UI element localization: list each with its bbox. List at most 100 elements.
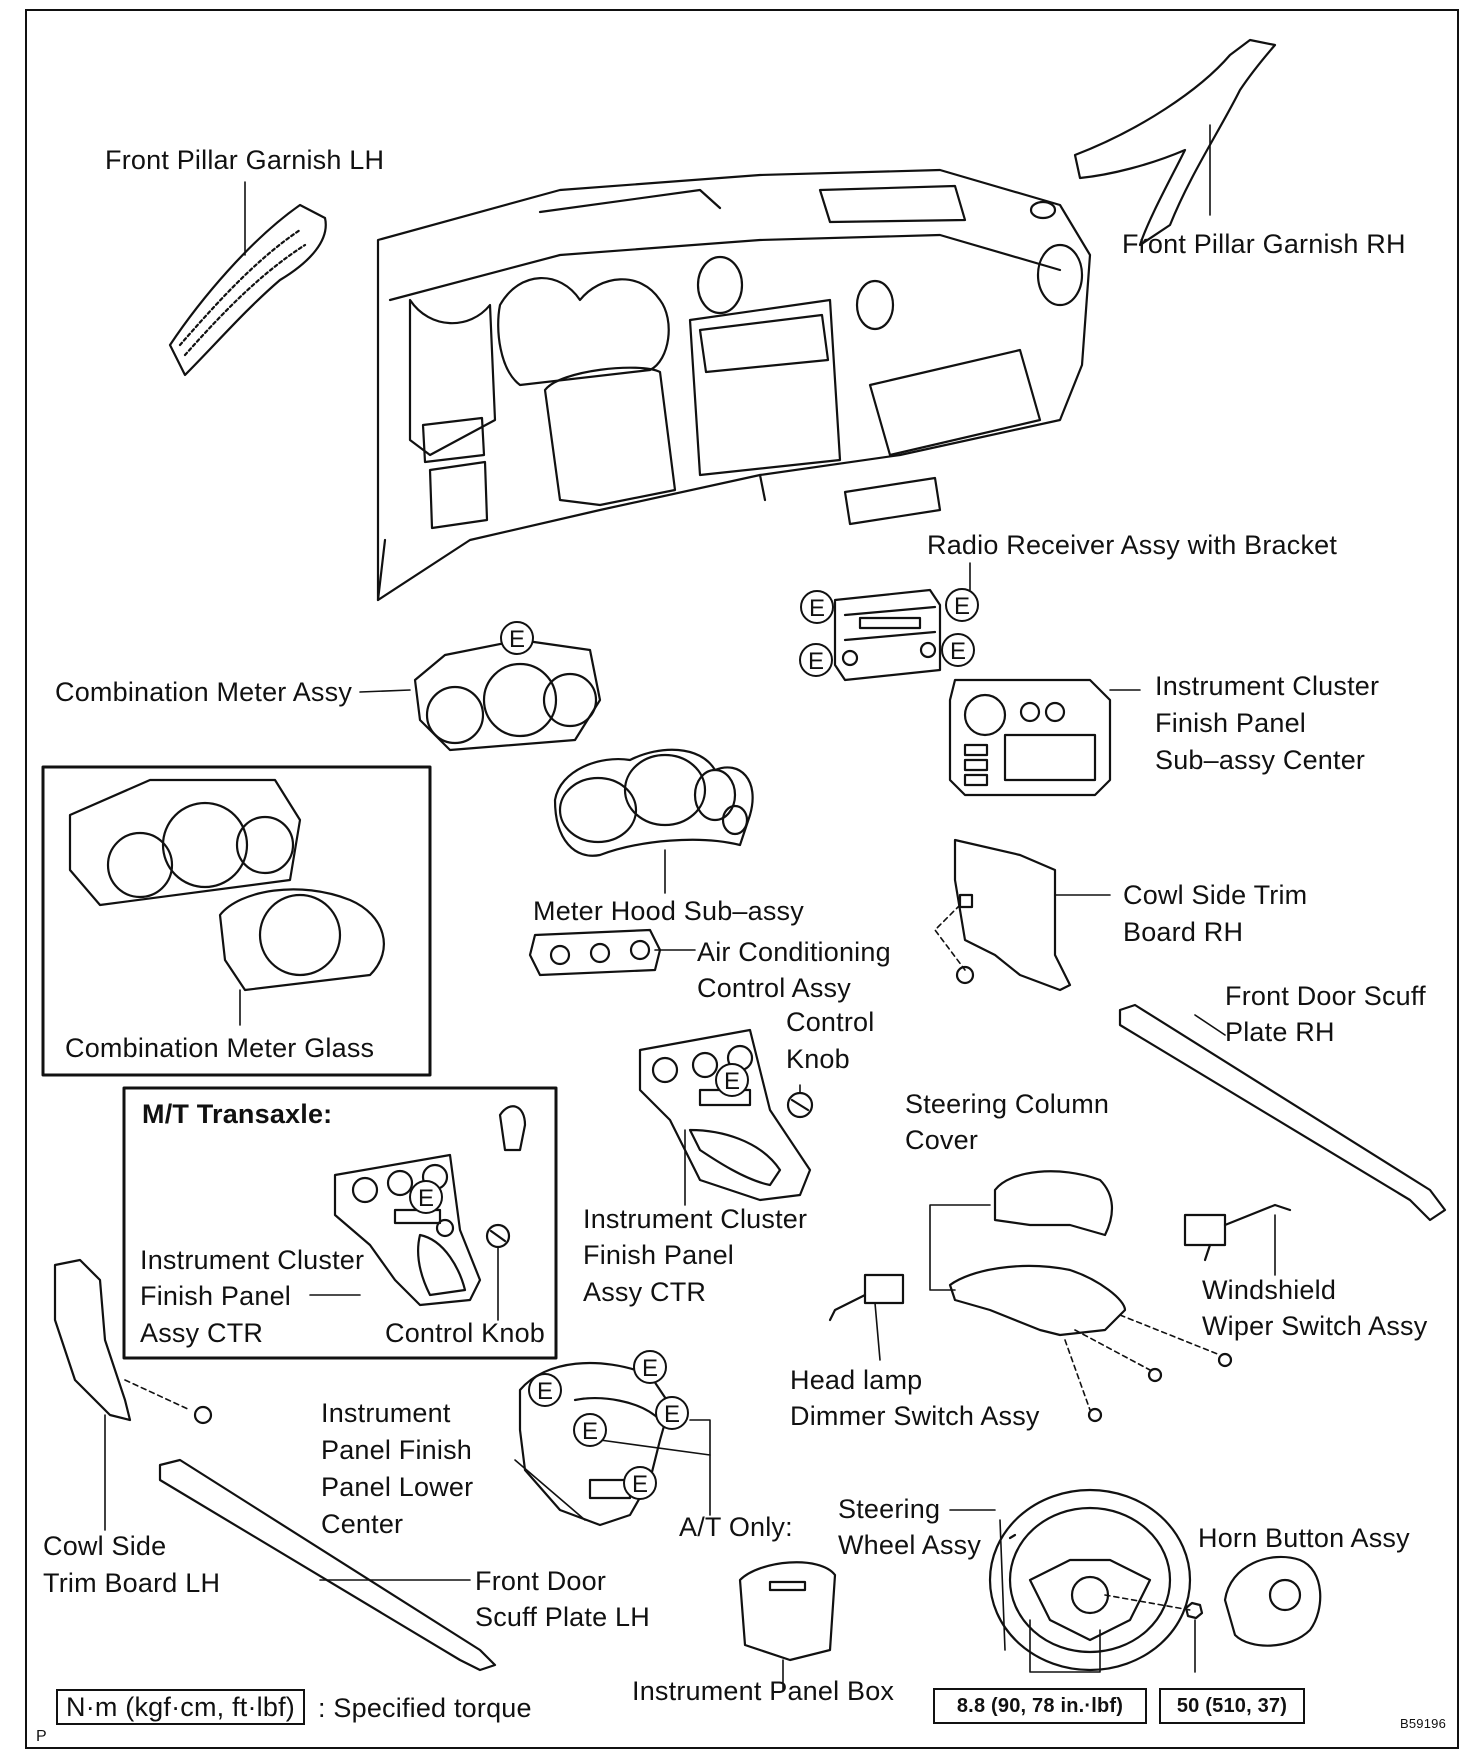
svg-text:E: E <box>642 1355 658 1382</box>
label-air-conditioning-1: Air Conditioning <box>697 937 891 967</box>
label-panel-finish-lower-4: Center <box>321 1509 404 1539</box>
clip-marker-e: E <box>409 1180 443 1214</box>
figure-code: B59196 <box>1400 1716 1447 1731</box>
steering-column-cover-drawing <box>929 1170 1233 1423</box>
label-steering-wheel-2: Wheel Assy <box>838 1530 982 1560</box>
svg-text:E: E <box>418 1185 434 1212</box>
clip-marker-e: E <box>945 588 979 622</box>
clip-marker-e: E <box>799 643 833 677</box>
label-control-knob-2: Knob <box>786 1044 850 1074</box>
label-at-only: A/T Only: <box>679 1512 793 1542</box>
clip-marker-e: E <box>941 633 975 667</box>
label-panel-finish-lower-3: Panel Lower <box>321 1472 474 1502</box>
horn-button-drawing <box>1223 1555 1322 1647</box>
label-headlamp-dimmer-2: Dimmer Switch Assy <box>790 1401 1040 1431</box>
figure-frame <box>25 9 1459 1749</box>
instrument-panel-drawing <box>376 168 1092 602</box>
torque-horn-nut: 50 (510, 37) <box>1159 1688 1305 1724</box>
label-combination-meter-assy: Combination Meter Assy <box>55 677 353 707</box>
label-wiper-switch-2: Wiper Switch Assy <box>1202 1311 1428 1341</box>
label-mt-cluster-panel-2: Finish Panel <box>140 1281 291 1311</box>
instrument-panel-box-drawing <box>738 1561 837 1691</box>
combination-meter-glass-drawing <box>68 778 385 1026</box>
radio-receiver-drawing <box>833 562 971 682</box>
front-pillar-garnish-rh-drawing <box>1073 38 1277 247</box>
svg-text:E: E <box>954 593 970 620</box>
label-horn-button: Horn Button Assy <box>1198 1523 1410 1553</box>
label-front-door-scuff-lh-2: Scuff Plate LH <box>475 1602 650 1632</box>
label-mt-cluster-panel-3: Assy CTR <box>140 1318 264 1348</box>
steering-wheel-drawing <box>949 1488 1204 1673</box>
label-front-door-scuff-lh-1: Front Door <box>475 1566 607 1596</box>
label-cluster-panel-ctr-2: Finish Panel <box>583 1240 734 1270</box>
label-cowl-side-trim-lh-1: Cowl Side <box>43 1531 167 1561</box>
label-cowl-side-trim-rh-2: Board RH <box>1123 917 1244 947</box>
clip-marker-e: E <box>715 1063 749 1097</box>
label-cowl-side-trim-lh-2: Trim Board LH <box>43 1568 221 1598</box>
cluster-finish-panel-ctr-drawing <box>638 1028 812 1206</box>
svg-text:E: E <box>632 1471 648 1498</box>
label-steering-column-cover-2: Cover <box>905 1125 979 1155</box>
svg-text:E: E <box>808 648 824 675</box>
clip-marker-e: E <box>800 590 834 624</box>
headlamp-dimmer-drawing <box>828 1273 905 1361</box>
label-control-knob-1: Control <box>786 1007 875 1037</box>
label-front-pillar-garnish-rh: Front Pillar Garnish RH <box>1122 229 1406 259</box>
label-radio-receiver: Radio Receiver Assy with Bracket <box>927 530 1338 560</box>
label-meter-hood: Meter Hood Sub–assy <box>533 896 804 926</box>
label-cluster-panel-ctr-3: Assy CTR <box>583 1277 707 1307</box>
label-front-door-scuff-rh-2: Plate RH <box>1225 1017 1335 1047</box>
label-cluster-panel-ctr-1: Instrument Cluster <box>583 1204 808 1234</box>
torque-unit-box: N·m (kgf·cm, ft·lbf) <box>56 1689 305 1725</box>
clip-marker-e: E <box>528 1373 562 1407</box>
combination-meter-assy-drawing <box>359 638 602 752</box>
label-cluster-finish-panel-center-1: Instrument Cluster <box>1155 671 1380 701</box>
svg-text:E: E <box>724 1068 740 1095</box>
front-door-scuff-rh-drawing <box>1118 1003 1447 1222</box>
label-air-conditioning-2: Control Assy <box>697 973 851 1003</box>
torque-legend-text: : Specified torque <box>318 1693 532 1723</box>
label-mt-transaxle: M/T Transaxle: <box>142 1099 333 1129</box>
clip-marker-e: E <box>573 1413 607 1447</box>
label-steering-wheel-1: Steering <box>838 1494 941 1524</box>
ac-control-drawing <box>528 928 696 977</box>
label-cowl-side-trim-rh-1: Cowl Side Trim <box>1123 880 1308 910</box>
cowl-side-trim-rh-drawing <box>934 838 1111 992</box>
clip-marker-e: E <box>623 1466 657 1500</box>
clip-marker-e: E <box>655 1396 689 1430</box>
cowl-side-trim-lh-drawing <box>53 1258 213 1531</box>
label-front-door-scuff-rh-1: Front Door Scuff <box>1225 981 1426 1011</box>
svg-text:E: E <box>509 626 525 653</box>
front-pillar-garnish-lh-drawing <box>168 181 327 377</box>
mt-transaxle-inset-frame <box>122 1086 558 1360</box>
label-cluster-finish-panel-center-3: Sub–assy Center <box>1155 745 1366 775</box>
label-panel-finish-lower-1: Instrument <box>321 1398 451 1428</box>
svg-text:E: E <box>537 1378 553 1405</box>
control-knob-drawing <box>786 1084 814 1119</box>
mt-finish-panel-drawing <box>309 1105 527 1321</box>
clip-marker-e: E <box>633 1350 667 1384</box>
label-steering-column-cover-1: Steering Column <box>905 1089 1110 1119</box>
label-panel-finish-lower-2: Panel Finish <box>321 1435 472 1465</box>
torque-steering-wheel: 8.8 (90, 78 in.·lbf) <box>933 1688 1147 1724</box>
svg-text:E: E <box>809 595 825 622</box>
label-mt-control-knob: Control Knob <box>385 1318 545 1348</box>
label-instrument-panel-box: Instrument Panel Box <box>632 1676 895 1706</box>
panel-finish-lower-center-drawing <box>514 1361 711 1527</box>
label-cluster-finish-panel-center-2: Finish Panel <box>1155 708 1306 738</box>
wiper-switch-drawing <box>1183 1203 1292 1276</box>
label-headlamp-dimmer-1: Head lamp <box>790 1365 923 1395</box>
cluster-finish-panel-center-drawing <box>948 678 1141 797</box>
corner-mark: P <box>36 1728 47 1745</box>
label-wiper-switch-1: Windshield <box>1202 1275 1337 1305</box>
front-door-scuff-lh-drawing <box>158 1458 497 1672</box>
label-combination-meter-glass: Combination Meter Glass <box>65 1033 375 1063</box>
clip-marker-e: E <box>500 621 534 655</box>
meter-hood-drawing <box>553 748 754 894</box>
svg-text:E: E <box>950 638 966 665</box>
label-mt-cluster-panel-1: Instrument Cluster <box>140 1245 365 1275</box>
meter-glass-inset-frame <box>41 765 432 1077</box>
label-front-pillar-garnish-lh: Front Pillar Garnish LH <box>105 145 385 175</box>
svg-text:E: E <box>582 1418 598 1445</box>
